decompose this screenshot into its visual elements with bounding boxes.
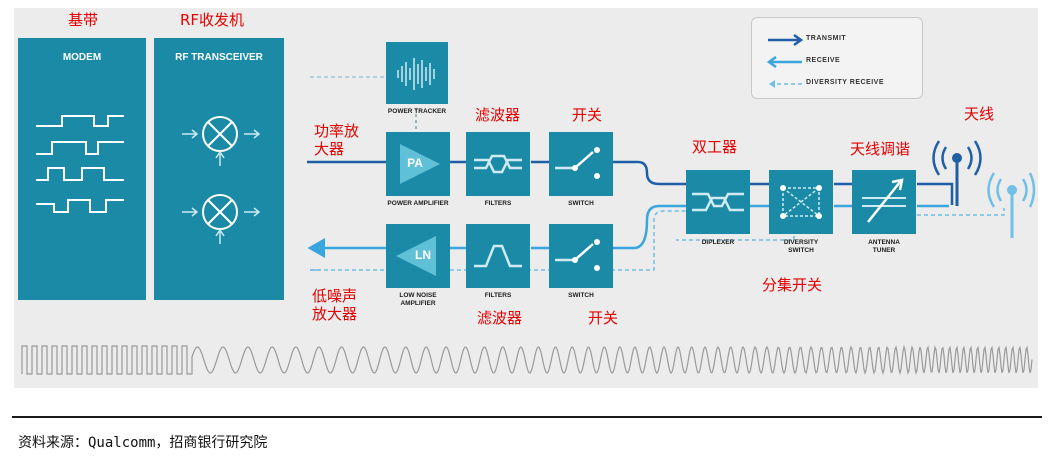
switch-rx-icon [555, 239, 600, 271]
receive-arrow-icon [766, 55, 802, 69]
source-note: 资料来源：Qualcomm，招商银行研究院 [18, 435, 268, 451]
label-antenna: 天线 [964, 105, 995, 123]
rf-transceiver-title: RF TRANSCEIVER [175, 52, 263, 63]
legend-box: TRANSMIT RECEIVE DIVERSITY RECEIVE [751, 17, 923, 99]
legend-transmit: TRANSMIT [806, 35, 847, 42]
power-amplifier-label: POWER AMPLIFIER [387, 200, 449, 207]
mixer-icon-rx [182, 194, 261, 244]
filter-rx-block [466, 224, 530, 288]
antenna-tuner-line1: ANTENNA [868, 239, 900, 246]
lna-label-line2: AMPLIFIER [400, 300, 436, 307]
diplexer-label: DIPLEXER [701, 239, 735, 246]
antenna-icon [932, 140, 982, 206]
waveform-icon [397, 58, 435, 90]
mixer-icons [182, 116, 261, 244]
power-tracker-label: POWER TRACKER [387, 108, 447, 115]
label-antenna-tuning: 天线调谐 [850, 140, 911, 158]
bandpass-filter-rx-icon [474, 244, 522, 268]
antenna-tuner-line2: TUNER [872, 247, 896, 254]
label-switch-bottom: 开关 [588, 309, 619, 327]
filter-tx-label: FILTERS [484, 200, 512, 207]
diplexer-block [686, 170, 750, 234]
label-pa-line2: 大器 [314, 140, 345, 158]
label-filter-bottom: 滤波器 [477, 309, 523, 327]
footer-divider [12, 416, 1042, 418]
diversity-switch-line1: DIVERSITY [783, 239, 819, 246]
switch-rx-label: SWITCH [568, 292, 594, 299]
label-baseband: 基带 [68, 11, 99, 29]
label-lna: 低噪声 放大器 [312, 287, 357, 323]
ln-symbol: LN [415, 248, 431, 262]
diversity-receive-arrow-icon [769, 80, 802, 88]
switch-tx-block [549, 132, 613, 196]
waveform-strip [21, 344, 1033, 376]
modem-title: MODEM [62, 52, 102, 63]
pa-symbol: PA [407, 156, 423, 170]
antenna-tuner-block [852, 170, 916, 234]
lna-triangle-icon [396, 236, 436, 276]
label-filter-top: 滤波器 [475, 106, 521, 124]
legend-receive: RECEIVE [806, 57, 841, 64]
label-pa-line1: 功率放 [314, 122, 360, 140]
tuner-icon [862, 178, 906, 223]
switch-icon [555, 147, 600, 179]
label-duplexer: 双工器 [692, 138, 738, 156]
digital-signal-icon [36, 115, 124, 213]
diversity-switch-icon [780, 185, 822, 219]
bandpass-filter-icon [474, 154, 522, 174]
antenna-tuner-label: ANTENNA TUNER [842, 239, 926, 255]
label-pa: 功率放 大器 [314, 122, 359, 158]
div-line-3 [917, 208, 1005, 216]
filter-tx-block [466, 132, 530, 196]
transmit-arrow-icon [768, 33, 804, 47]
label-lna-line2: 放大器 [312, 305, 358, 323]
amplifier-triangle-icon [400, 144, 440, 184]
mixer-icon-tx [182, 116, 261, 166]
tx-line-2 [450, 160, 686, 186]
power-tracker-block [386, 42, 448, 104]
rx-line-1 [613, 204, 686, 250]
legend-arrows [766, 33, 804, 88]
switch-tx-label: SWITCH [568, 200, 594, 207]
rf-transceiver-card: RF TRANSCEIVER [154, 38, 284, 300]
label-diversity-switch: 分集开关 [762, 276, 823, 294]
power-amplifier-block: PA [386, 132, 450, 196]
diplexer-icon [692, 192, 744, 212]
label-rf-transceiver: RF收发机 [180, 11, 245, 29]
tx-line-3 [750, 182, 954, 205]
label-switch-top: 开关 [572, 106, 603, 124]
modem-card: MODEM [18, 38, 146, 300]
low-noise-amplifier-label: LOW NOISE AMPLIFIER [370, 292, 466, 308]
filter-rx-label: FILTERS [484, 292, 512, 299]
diversity-switch-label: DIVERSITY SWITCH [756, 239, 846, 255]
diversity-antenna-icon [987, 172, 1036, 238]
lna-label-line1: LOW NOISE [399, 292, 437, 299]
switch-rx-block [549, 224, 613, 288]
diagram-canvas: MODEM RF TRANSCEIVER [14, 8, 1038, 388]
label-lna-line1: 低噪声 [312, 287, 358, 305]
signal-paths [21, 76, 1036, 376]
diversity-switch-line2: SWITCH [788, 247, 814, 254]
legend-diversity-receive: DIVERSITY RECEIVE [806, 79, 885, 86]
div-line-1 [310, 210, 686, 271]
low-noise-amplifier-block: LN [386, 224, 450, 288]
diversity-switch-block [769, 170, 833, 234]
